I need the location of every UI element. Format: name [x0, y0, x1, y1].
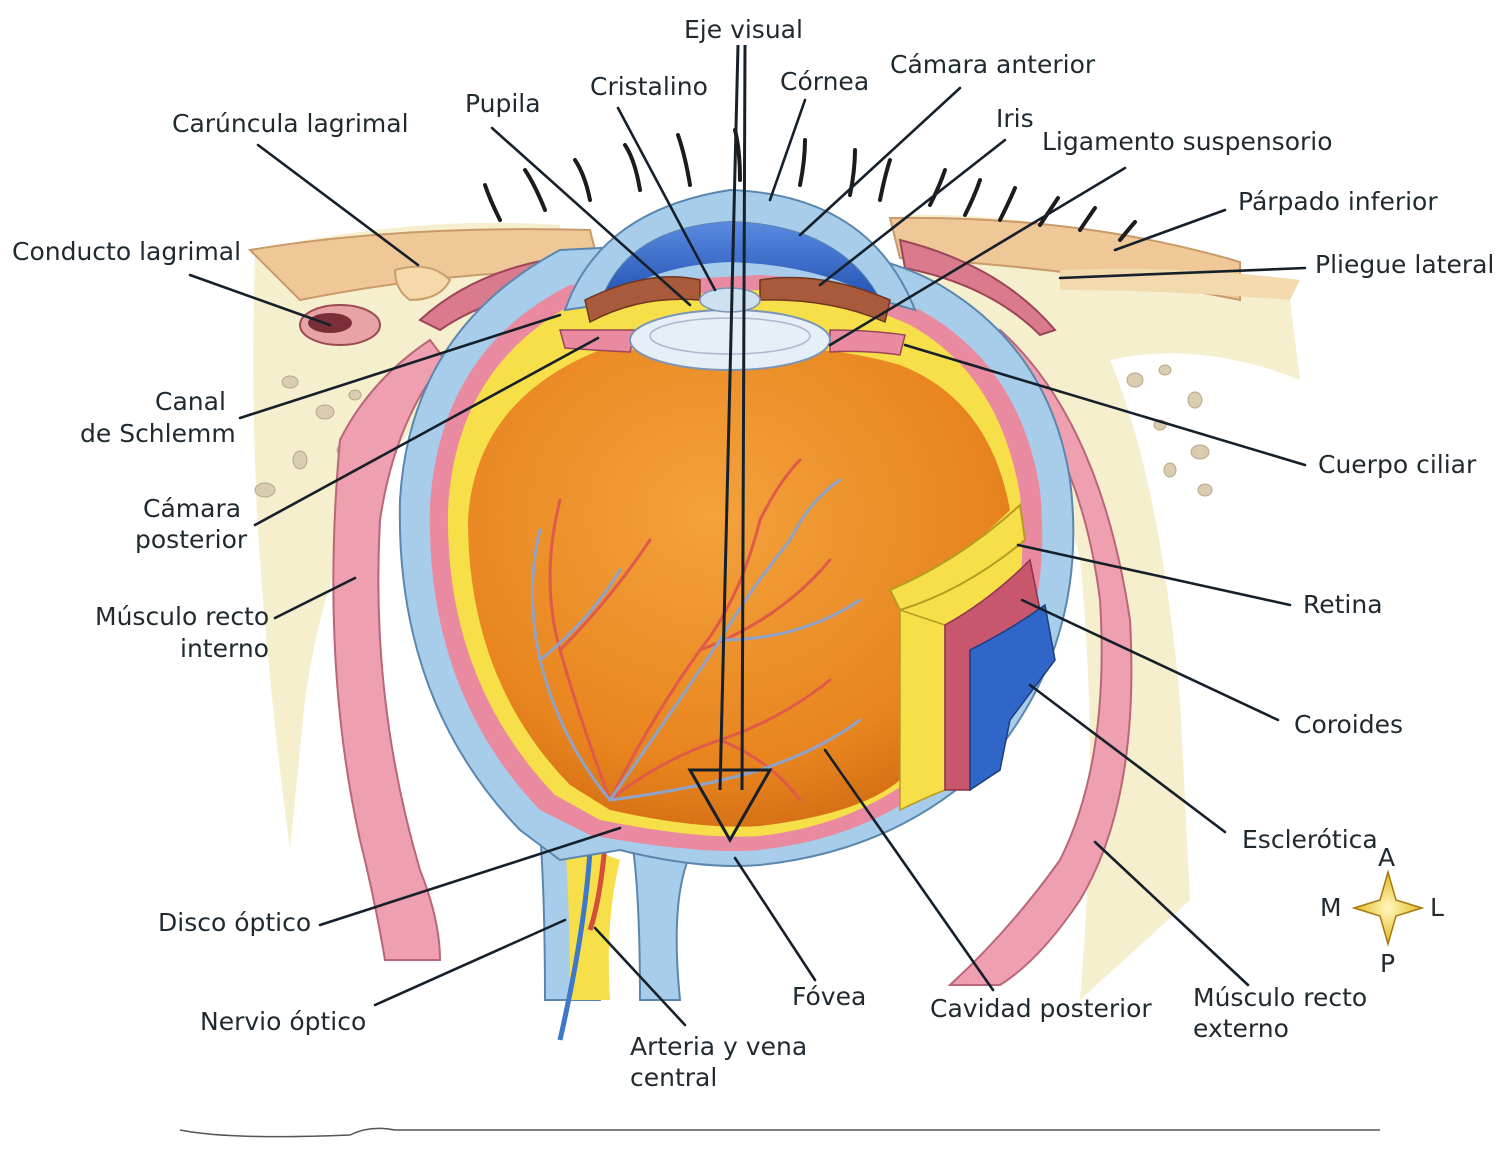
label-cuerpo-ciliar: Cuerpo ciliar	[1318, 450, 1477, 479]
lateral-rectus-muscle	[947, 328, 1133, 986]
compass-m: M	[1320, 893, 1342, 922]
label-cristalino: Cristalino	[590, 72, 708, 101]
label-conducto-lagrimal: Conducto lagrimal	[12, 237, 241, 266]
label-parpado-inferior: Párpado inferior	[1238, 187, 1438, 216]
label-camara-anterior: Cámara anterior	[890, 50, 1096, 79]
label-musculo-interno-1: Músculo recto	[95, 602, 269, 631]
label-cavidad-posterior: Cavidad posterior	[930, 994, 1152, 1023]
label-ligamento-suspensorio: Ligamento suspensorio	[1042, 127, 1333, 156]
orientation-compass: A M L P	[1320, 843, 1444, 978]
compass-star-icon	[1351, 869, 1425, 947]
optic-nerve	[538, 828, 692, 1041]
lacrimal-structures	[299, 265, 452, 346]
label-eje-visual: Eje visual	[684, 15, 803, 44]
label-coroides: Coroides	[1294, 710, 1403, 739]
labels: Eje visual Cristalino Córnea Cámara ante…	[12, 15, 1494, 1092]
label-nervio-optico: Nervio óptico	[200, 1007, 366, 1036]
label-esclerotica: Esclerótica	[1242, 825, 1378, 854]
label-pliegue-lateral: Pliegue lateral	[1315, 250, 1494, 279]
label-camara-posterior-1: Cámara	[143, 494, 241, 523]
label-retina: Retina	[1303, 590, 1383, 619]
label-canal-2: de Schlemm	[80, 419, 236, 448]
compass-a: A	[1378, 843, 1395, 872]
label-fovea: Fóvea	[792, 982, 866, 1011]
leader-lines	[188, 86, 1307, 1027]
label-arteria-2: central	[630, 1063, 717, 1092]
label-musculo-externo-1: Músculo recto	[1193, 983, 1367, 1012]
label-arteria-1: Arteria y vena	[630, 1032, 807, 1061]
page-bottom-edge	[179, 1127, 1380, 1138]
cutaway-layers	[888, 502, 1056, 812]
eyelashes	[483, 128, 1137, 242]
compass-l: L	[1430, 893, 1444, 922]
visual-axis-arrow	[687, 44, 773, 844]
label-pupila: Pupila	[465, 89, 541, 118]
label-disco-optico: Disco óptico	[158, 908, 311, 937]
label-caruncula-lagrimal: Carúncula lagrimal	[172, 109, 409, 138]
label-cornea: Córnea	[780, 67, 869, 96]
label-canal-1: Canal	[155, 387, 226, 416]
label-iris: Iris	[996, 104, 1034, 133]
compass-p: P	[1380, 949, 1395, 978]
label-musculo-interno-2: interno	[180, 634, 269, 663]
label-camara-posterior-2: posterior	[135, 525, 248, 554]
label-musculo-externo-2: externo	[1193, 1014, 1289, 1043]
